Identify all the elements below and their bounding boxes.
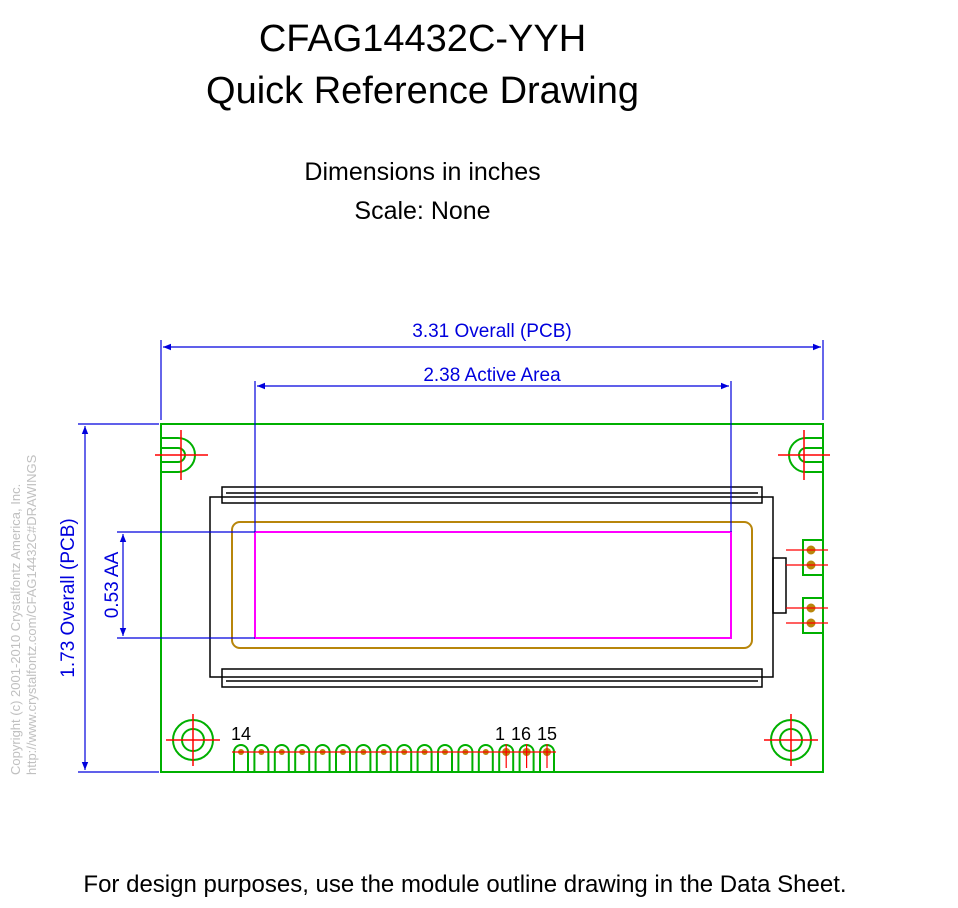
scale-note: Scale: None — [354, 197, 491, 225]
pin-pad — [355, 744, 372, 772]
lcd-frame — [209, 486, 787, 688]
center-mark-bottom-left — [166, 714, 220, 766]
pin-label-14: 14 — [231, 724, 251, 744]
viewing-area — [231, 521, 753, 649]
dimension-overall-width — [160, 340, 824, 420]
pin-pad — [253, 744, 270, 772]
center-mark-top-right — [778, 430, 830, 480]
pin-pad — [437, 744, 453, 772]
pin-label-16: 16 — [511, 724, 531, 744]
center-mark-top-left — [155, 430, 208, 480]
dimension-active-width — [254, 381, 732, 532]
drawing-subtitle: Quick Reference Drawing — [206, 70, 639, 112]
backlight-pads — [786, 539, 828, 634]
units-note: Dimensions in inches — [304, 158, 541, 186]
pin-pad — [273, 744, 290, 772]
drawing-title: CFAG14432C-YYH — [258, 18, 587, 60]
pin-header — [232, 744, 556, 772]
active-area — [254, 531, 732, 639]
dimension-active-height — [117, 531, 255, 639]
pin-pad — [457, 744, 474, 772]
pin-pad — [477, 744, 494, 772]
pin-pad — [396, 744, 413, 772]
pin-pad — [375, 744, 392, 772]
overall-width-label: 3.31 Overall (PCB) — [412, 321, 571, 342]
pin-label-15: 15 — [537, 724, 557, 744]
pin-pad — [233, 744, 249, 772]
pin-pad — [314, 744, 331, 772]
pin-pad — [416, 744, 433, 772]
active-height-label: 0.53 AA — [102, 551, 123, 618]
active-width-label: 2.38 Active Area — [423, 365, 561, 386]
pin-pad — [294, 744, 311, 772]
pcb-outline — [160, 423, 824, 773]
dimension-overall-height — [78, 423, 159, 773]
overall-height-label: 1.73 Overall (PCB) — [58, 518, 79, 677]
center-mark-bottom-right — [764, 714, 818, 766]
pin-label-1: 1 — [495, 724, 505, 744]
pin-pad — [335, 744, 351, 772]
design-note: For design purposes, use the module outl… — [83, 871, 847, 898]
